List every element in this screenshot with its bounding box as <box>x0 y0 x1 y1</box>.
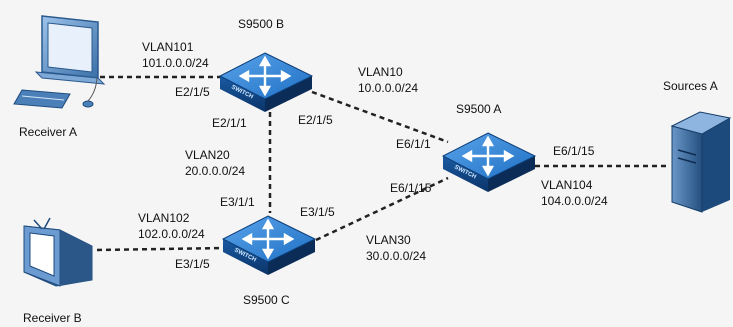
label-vlan10-subnet: 10.0.0.0/24 <box>358 81 418 95</box>
label-port-b-e211: E2/1/1 <box>212 116 247 130</box>
label-vlan104: VLAN104 <box>541 178 593 192</box>
switch-arrows-icon <box>241 218 295 260</box>
receiver-a-pc-icon[interactable] <box>13 15 106 109</box>
link-vlan102 <box>96 246 226 252</box>
label-port-a-e6115-right: E6/1/15 <box>553 144 595 158</box>
label-port-a-e611: E6/1/1 <box>396 137 431 151</box>
label-vlan30-subnet: 30.0.0.0/24 <box>366 249 426 263</box>
link-vlan10 <box>311 90 449 144</box>
switch-s9500-b[interactable]: SWITCH <box>218 52 314 112</box>
receiver-b-tv-icon[interactable] <box>23 217 93 287</box>
switch-arrows-icon <box>461 135 515 177</box>
label-switch-b: S9500 B <box>238 17 284 31</box>
switch-s9500-c[interactable]: SWITCH <box>221 215 317 275</box>
label-vlan102-subnet: 102.0.0.0/24 <box>138 227 205 241</box>
label-vlan104-subnet: 104.0.0.0/24 <box>541 194 608 208</box>
label-port-b-e215-left: E2/1/5 <box>175 85 210 99</box>
label-port-c-e311: E3/1/1 <box>220 195 255 209</box>
switch-arrows-icon <box>238 55 292 97</box>
label-switch-a: S9500 A <box>456 102 501 116</box>
label-vlan30: VLAN30 <box>366 233 411 247</box>
label-receiver-b: Receiver B <box>23 311 82 325</box>
label-port-a-e6115-left: E6/1/15 <box>390 181 432 195</box>
source-a-server-icon[interactable] <box>670 111 732 213</box>
label-vlan10: VLAN10 <box>358 65 403 79</box>
label-port-b-e215-right: E2/1/5 <box>298 113 333 127</box>
links <box>96 75 668 252</box>
label-source-a: Sources A <box>663 79 718 93</box>
label-vlan20-subnet: 20.0.0.0/24 <box>185 164 245 178</box>
label-switch-c: S9500 C <box>243 293 290 307</box>
switch-s9500-a[interactable]: SWITCH <box>441 132 537 192</box>
label-port-c-e315-right: E3/1/5 <box>300 205 335 219</box>
label-receiver-a: Receiver A <box>19 125 77 139</box>
labels: S9500 B S9500 A S9500 C Receiver A Recei… <box>19 17 718 325</box>
label-vlan101-subnet: 101.0.0.0/24 <box>142 56 209 70</box>
label-vlan101: VLAN101 <box>142 40 194 54</box>
label-vlan20: VLAN20 <box>185 148 230 162</box>
label-vlan102: VLAN102 <box>138 211 190 225</box>
link-vlan30 <box>315 176 449 242</box>
label-port-c-e315-left: E3/1/5 <box>175 257 210 271</box>
